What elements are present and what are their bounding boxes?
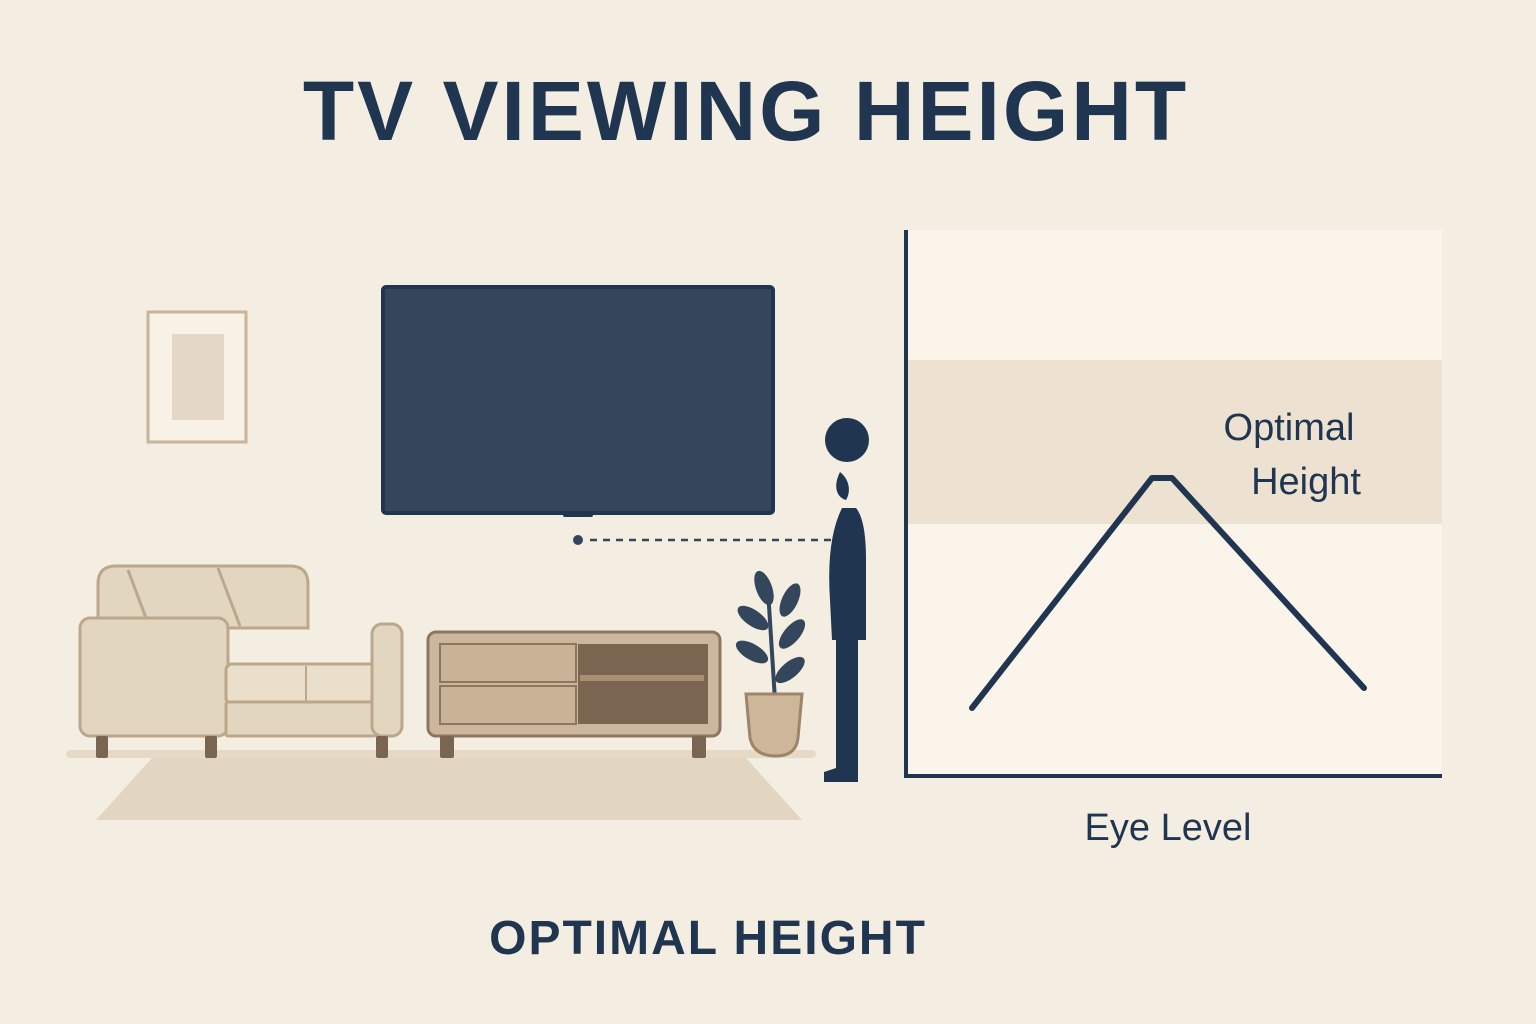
band-label-line2: Height bbox=[1251, 461, 1361, 503]
height-chart: Optimal Height Eye Level bbox=[904, 230, 1442, 849]
x-axis-label: Eye Level bbox=[1085, 807, 1252, 849]
band-label-line1: Optimal bbox=[1224, 407, 1355, 449]
potted-plant-icon bbox=[735, 570, 806, 758]
sofa-icon bbox=[78, 564, 404, 758]
optimal-band bbox=[906, 360, 1442, 524]
person-icon bbox=[824, 418, 869, 782]
page-title: TV VIEWING HEIGHT bbox=[303, 64, 1189, 158]
rug-icon bbox=[96, 758, 802, 820]
viewing-curve bbox=[969, 475, 1367, 711]
tv-cabinet-icon bbox=[426, 630, 722, 758]
wall-frame-icon bbox=[146, 310, 248, 444]
footer-caption: OPTIMAL HEIGHT bbox=[489, 912, 927, 965]
eye-line bbox=[573, 535, 835, 545]
tv-icon bbox=[381, 285, 775, 517]
